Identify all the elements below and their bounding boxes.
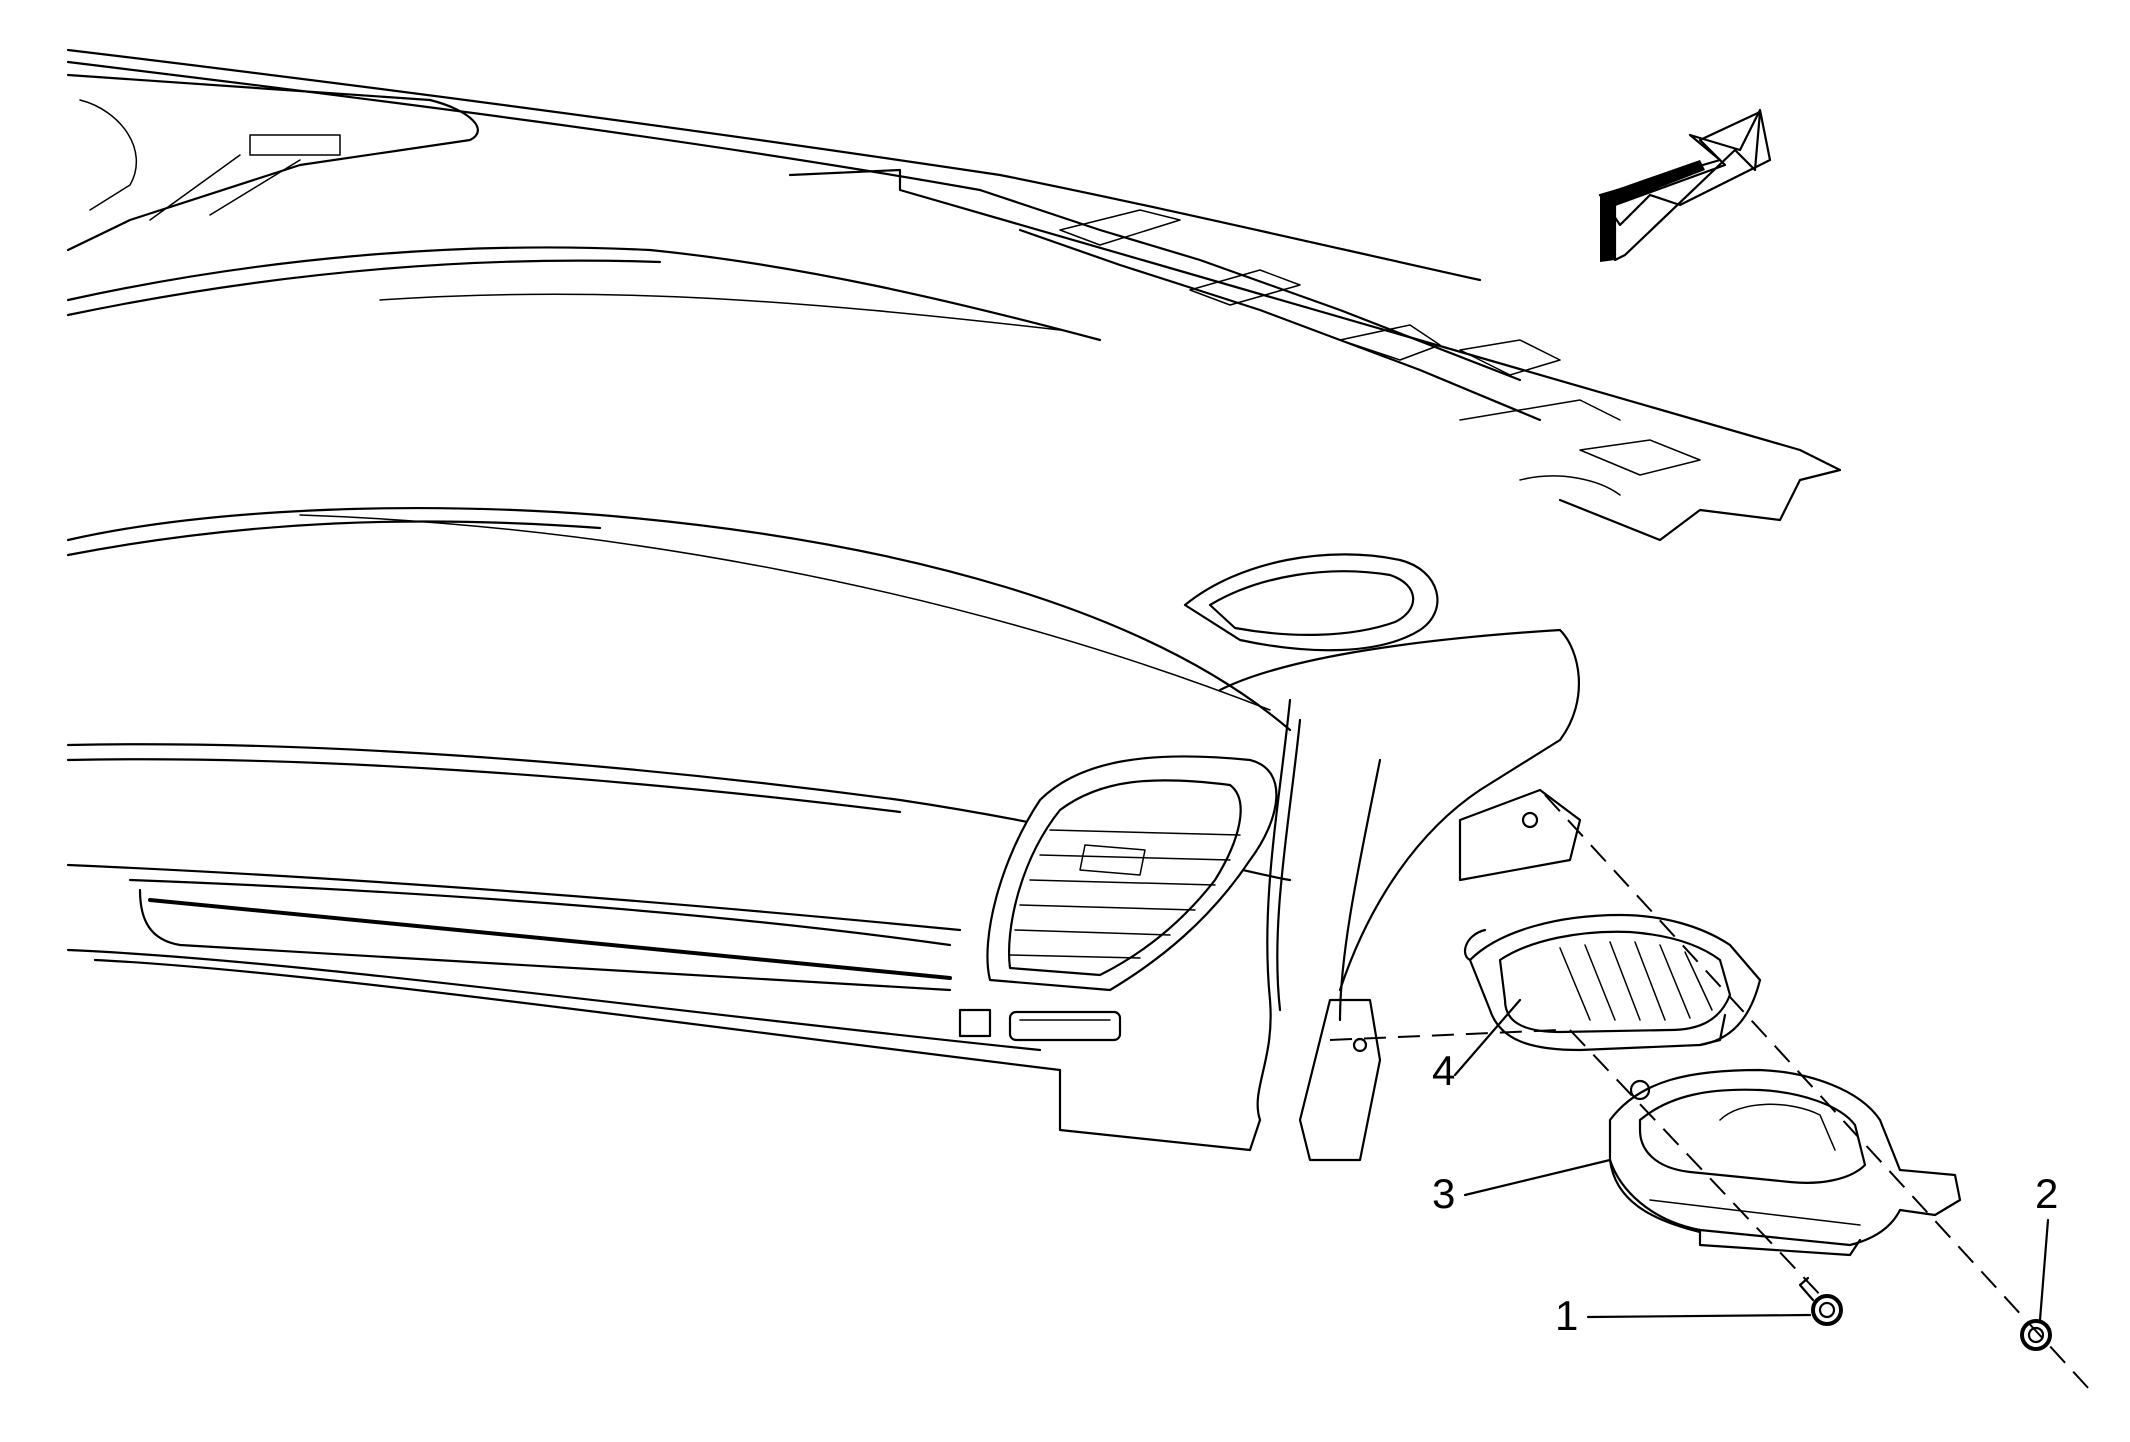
- callout-leader-lines: [1453, 998, 2050, 1322]
- callout-1-label: 1: [1555, 1292, 1578, 1339]
- air-outlet-duct-housing: [1608, 1068, 1962, 1257]
- callout-3-label: 3: [1432, 1170, 1455, 1217]
- front-of-vehicle-arrow-icon: [1598, 108, 1772, 262]
- side-mounting-bracket: [1058, 788, 1582, 1162]
- installation-center-lines: [1329, 794, 2091, 1391]
- fastener-nut-1: [1798, 1276, 1843, 1326]
- callout-2-label: 2: [2035, 1170, 2058, 1217]
- air-outlet-deflector-grille: [1463, 913, 1762, 1052]
- callout-4-label: 4: [1432, 1047, 1455, 1094]
- fastener-nut-2: [2020, 1319, 2052, 1351]
- center-dash-air-vent: [958, 755, 1278, 1042]
